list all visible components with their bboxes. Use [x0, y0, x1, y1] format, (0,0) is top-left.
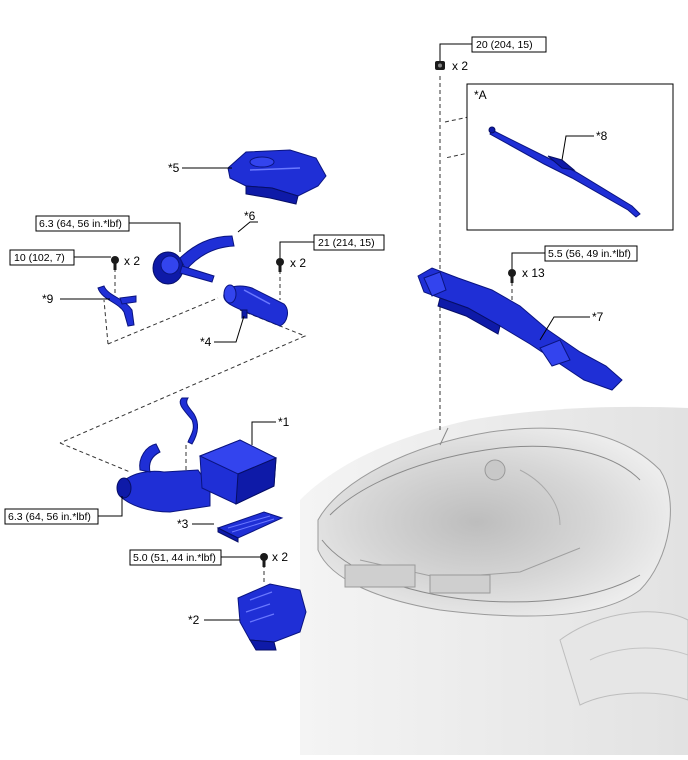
torque-spec-hose: 6.3 (64, 56 in.*lbf): [35, 215, 130, 232]
part-label-9: *9: [42, 292, 54, 306]
torque-text: 10 (102, 7): [14, 252, 65, 264]
quantity-label: x 13: [522, 266, 545, 280]
filter-element-part: [216, 511, 284, 543]
torque-text: 21 (214, 15): [318, 237, 375, 249]
bolt-icon: [111, 256, 119, 270]
quantity-label: x 2: [272, 550, 288, 564]
part-label-8: *8: [596, 129, 608, 143]
bracket-part: [417, 267, 623, 391]
part-label-7: *7: [592, 310, 604, 324]
bolt-icon: [276, 258, 284, 272]
torque-spec-air-cleaner: 6.3 (64, 56 in.*lbf): [4, 508, 99, 525]
inset-label-a: *A: [474, 88, 487, 102]
inset-detail-box: [466, 83, 674, 231]
vacuum-hose-part: [97, 285, 137, 327]
part-label-4: *4: [200, 335, 212, 349]
air-hose-part: [152, 235, 235, 285]
torque-text: 5.0 (51, 44 in.*lbf): [133, 552, 216, 564]
part-label-1: *1: [278, 415, 290, 429]
support-rod-part: [488, 126, 641, 218]
quantity-label: x 2: [290, 256, 306, 270]
bolt-icon: [508, 269, 516, 283]
part-label-6: *6: [244, 209, 256, 223]
torque-text: 20 (204, 15): [476, 39, 533, 51]
part-label-3: *3: [177, 517, 189, 531]
torque-spec-case: 5.0 (51, 44 in.*lbf): [129, 549, 222, 566]
torque-spec-right: 5.5 (56, 49 in.*lbf): [544, 245, 638, 262]
resonator-part: [223, 284, 288, 327]
part-label-2: *2: [188, 613, 200, 627]
torque-spec-left: 10 (102, 7): [9, 249, 75, 266]
torque-text: 6.3 (64, 56 in.*lbf): [39, 218, 122, 230]
quantity-label: x 2: [124, 254, 140, 268]
bolt-icon: [260, 553, 268, 567]
air-cleaner-case-part: [237, 583, 307, 651]
torque-text: 5.5 (56, 49 in.*lbf): [548, 248, 631, 260]
torque-spec-mid: 21 (214, 15): [313, 234, 385, 251]
vehicle-engine-bay: [300, 406, 688, 755]
label-leader-lines: [60, 43, 594, 621]
quantity-label: x 2: [452, 59, 468, 73]
torque-text: 6.3 (64, 56 in.*lbf): [8, 511, 91, 523]
engine-cover-part: [227, 149, 327, 205]
air-cleaner-part: [116, 397, 278, 513]
part-label-5: *5: [168, 161, 180, 175]
torque-spec-top: 20 (204, 15): [471, 36, 547, 53]
nut-icon: [435, 61, 445, 70]
